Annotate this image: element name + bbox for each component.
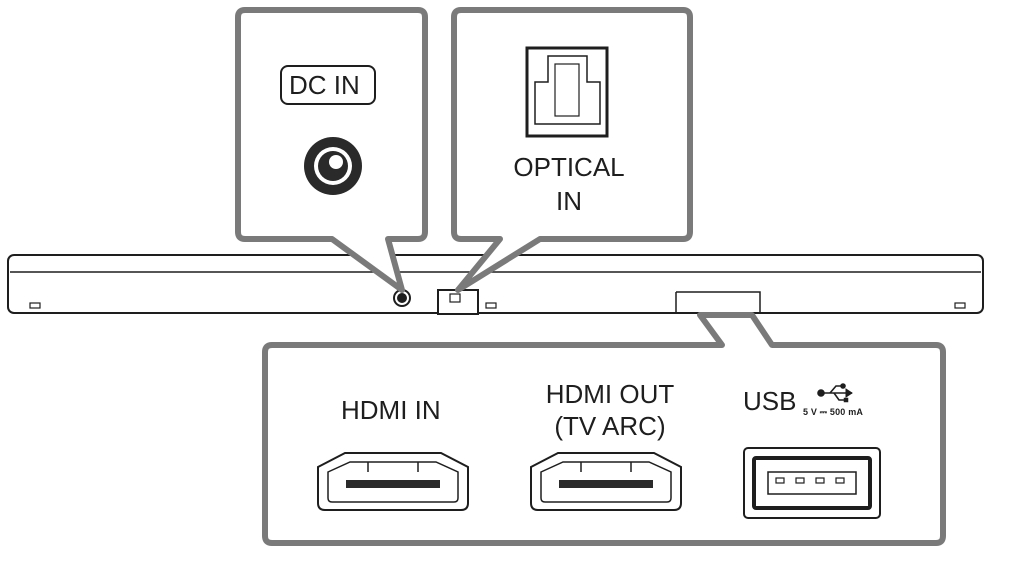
dc-in-callout (235, 7, 428, 293)
soundbar-dc-jack-pin-icon (397, 293, 407, 303)
optical-port-icon (525, 46, 609, 138)
soundbar-foot-right (954, 302, 966, 309)
soundbar-foot-left (29, 302, 41, 309)
usb-power-spec: 5 V ⎓ 500 mA (803, 407, 864, 417)
dc-power-jack-icon (304, 137, 362, 195)
dc-in-label: DC IN (289, 70, 360, 100)
soundbar (7, 254, 984, 315)
rear-ports-callout (262, 312, 946, 546)
hdmi-out-label: HDMI OUT (TV ARC) (535, 378, 685, 442)
dc-in-label-box (280, 65, 376, 105)
hdmi-out-port-icon (530, 452, 682, 511)
soundbar-rear-recess (676, 291, 761, 313)
hdmi-out-label-line2: (TV ARC) (554, 411, 666, 441)
usb-label: USB (743, 386, 797, 416)
hdmi-in-label: HDMI IN (341, 395, 441, 425)
optical-in-callout-frame (451, 7, 693, 293)
usb-trident-icon (817, 383, 853, 403)
optical-in-label-line2: IN (556, 186, 582, 216)
optical-in-callout (451, 7, 693, 293)
optical-in-label: OPTICAL IN (508, 150, 630, 218)
hdmi-in-port-icon (317, 452, 469, 511)
usb-port-icon (743, 447, 881, 519)
soundbar-foot-center (485, 302, 497, 309)
optical-in-label-line1: OPTICAL (513, 152, 625, 182)
hdmi-out-label-line1: HDMI OUT (545, 379, 675, 409)
soundbar-optical-port-icon (449, 293, 461, 303)
